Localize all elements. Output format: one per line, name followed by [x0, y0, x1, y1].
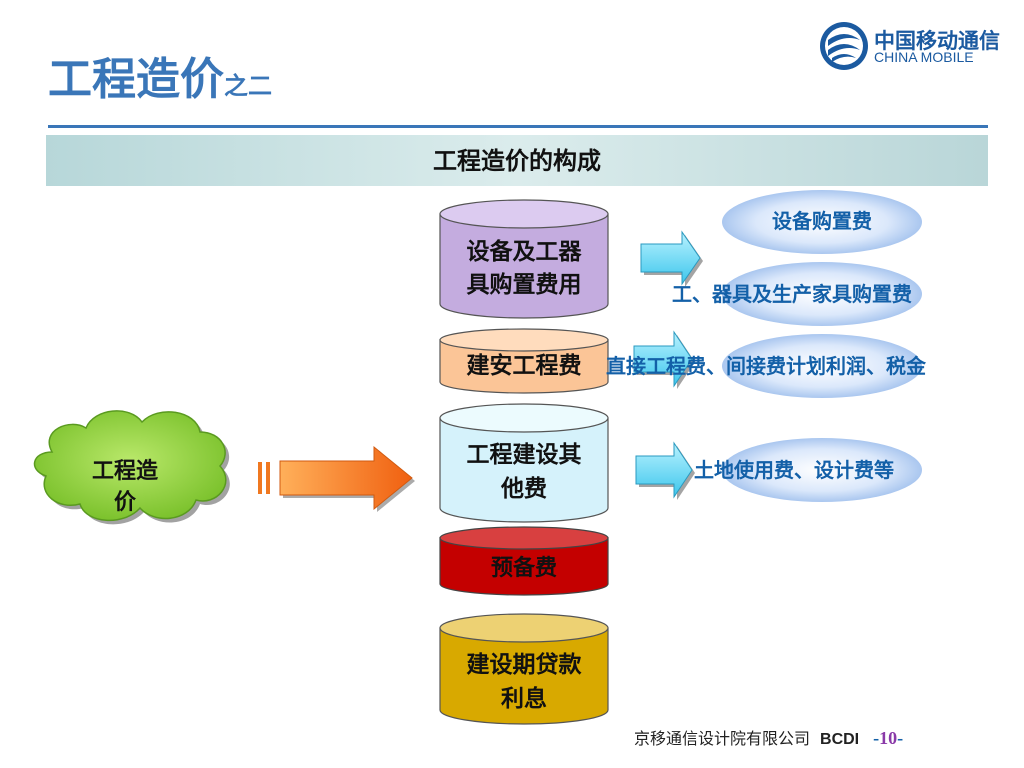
page-title-sub: 之二 — [224, 72, 272, 100]
logo-text-en: CHINA MOBILE — [874, 49, 974, 65]
cylinder-reserve — [439, 526, 609, 596]
main-arrow — [258, 445, 415, 512]
detail-ellipse-2 — [722, 262, 922, 326]
logo-text-cn: 中国移动通信 — [874, 29, 1000, 53]
cyan-arrow-2 — [633, 330, 695, 389]
cyan-arrow-3 — [635, 441, 695, 500]
cylinder-loan-interest — [439, 613, 609, 725]
cylinder-construction — [439, 328, 609, 394]
detail-tools-furniture: 工、器具及生产家具购置费 — [672, 282, 912, 306]
china-mobile-logo-icon — [820, 22, 868, 70]
section-header: 工程造价的构成 — [46, 135, 988, 186]
detail-ellipse-1 — [722, 190, 922, 254]
detail-construction-costs: 直接工程费、间接费计划利润、税金 — [606, 354, 926, 378]
title-divider — [48, 125, 988, 128]
component-label-other-costs: 工程建设其 他费 — [466, 441, 582, 502]
page-title: 工程造价之二 — [48, 58, 272, 102]
source-cloud — [33, 410, 230, 525]
component-label-equipment: 设备及工器 具购置费用 — [466, 238, 582, 298]
component-label-loan-interest: 建设期贷款 利息 — [466, 651, 582, 712]
source-cloud-label: 工程造 价 — [91, 458, 158, 515]
component-label-construction: 建安工程费 — [466, 352, 582, 379]
cylinder-equipment — [439, 199, 609, 319]
section-header-text: 工程造价的构成 — [433, 146, 601, 175]
detail-other-costs: 土地使用费、设计费等 — [694, 458, 894, 482]
detail-equipment-purchase: 设备购置费 — [772, 209, 872, 233]
detail-ellipse-4 — [722, 438, 922, 502]
footer-company: 京移通信设计院有限公司 — [634, 729, 811, 748]
footer-brand: BCDI — [820, 731, 860, 748]
cyan-arrow-1 — [640, 230, 703, 287]
footer: 京移通信设计院有限公司 BCDI -10- — [634, 725, 903, 749]
component-label-reserve: 预备费 — [490, 555, 557, 581]
cylinder-other-costs — [439, 403, 609, 523]
detail-ellipse-3 — [722, 334, 922, 398]
page-title-main: 工程造价 — [48, 54, 224, 105]
page-number: -10- — [873, 728, 904, 748]
